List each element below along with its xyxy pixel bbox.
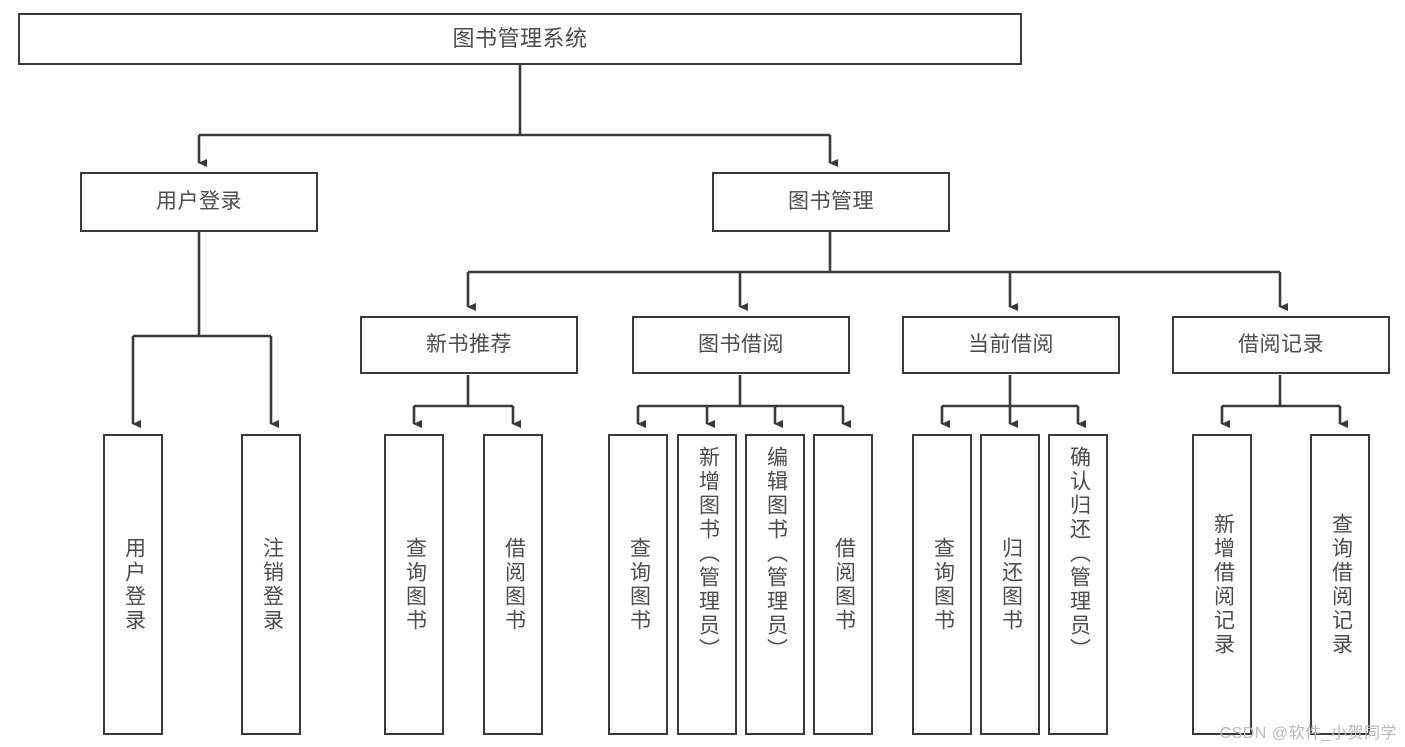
node-label: 图书管理系统 [452, 25, 588, 51]
node-label: 借阅记录 [1238, 333, 1324, 357]
node-label: 新增图书（管理员） [696, 446, 720, 662]
leaf-add-book-admin[interactable]: 新增图书（管理员） [677, 434, 737, 735]
leaf-logout[interactable]: 注销登录 [241, 434, 301, 735]
node-borrow-record[interactable]: 借阅记录 [1172, 316, 1390, 374]
node-root-system[interactable]: 图书管理系统 [18, 13, 1022, 65]
leaf-confirm-return-admin[interactable]: 确认归还（管理员） [1048, 434, 1108, 735]
leaf-borrow-book[interactable]: 借阅图书 [813, 434, 873, 735]
node-label: 用户登录 [122, 536, 146, 633]
leaf-return-book[interactable]: 归还图书 [980, 434, 1040, 735]
node-user-login[interactable]: 用户登录 [80, 172, 318, 232]
node-current-borrow[interactable]: 当前借阅 [902, 316, 1120, 374]
node-new-book-recommend[interactable]: 新书推荐 [360, 316, 578, 374]
node-label: 当前借阅 [968, 333, 1054, 357]
node-label: 借阅图书 [832, 536, 856, 633]
node-label: 图书管理 [788, 190, 874, 214]
node-label: 用户登录 [156, 190, 242, 214]
node-label: 注销登录 [260, 536, 284, 633]
node-book-borrow[interactable]: 图书借阅 [632, 316, 850, 374]
node-label: 新增借阅记录 [1211, 512, 1235, 657]
node-label: 确认归还（管理员） [1067, 446, 1091, 662]
node-label: 编辑图书（管理员） [764, 446, 788, 662]
leaf-borrow-book-recommend[interactable]: 借阅图书 [483, 434, 543, 735]
node-book-management[interactable]: 图书管理 [712, 172, 950, 232]
node-label: 查询借阅记录 [1329, 512, 1353, 657]
node-label: 查询图书 [403, 536, 427, 633]
node-label: 归还图书 [999, 536, 1023, 633]
leaf-add-borrow-record[interactable]: 新增借阅记录 [1192, 434, 1252, 735]
leaf-query-book-recommend[interactable]: 查询图书 [384, 434, 444, 735]
node-label: 图书借阅 [698, 333, 784, 357]
leaf-user-login[interactable]: 用户登录 [103, 434, 163, 735]
node-label: 新书推荐 [426, 333, 512, 357]
leaf-edit-book-admin[interactable]: 编辑图书（管理员） [745, 434, 805, 735]
leaf-query-book-borrow[interactable]: 查询图书 [608, 434, 668, 735]
node-label: 查询图书 [931, 536, 955, 633]
node-label: 查询图书 [627, 536, 651, 633]
node-label: 借阅图书 [502, 536, 526, 633]
leaf-query-book-current[interactable]: 查询图书 [912, 434, 972, 735]
leaf-query-borrow-record[interactable]: 查询借阅记录 [1310, 434, 1370, 735]
